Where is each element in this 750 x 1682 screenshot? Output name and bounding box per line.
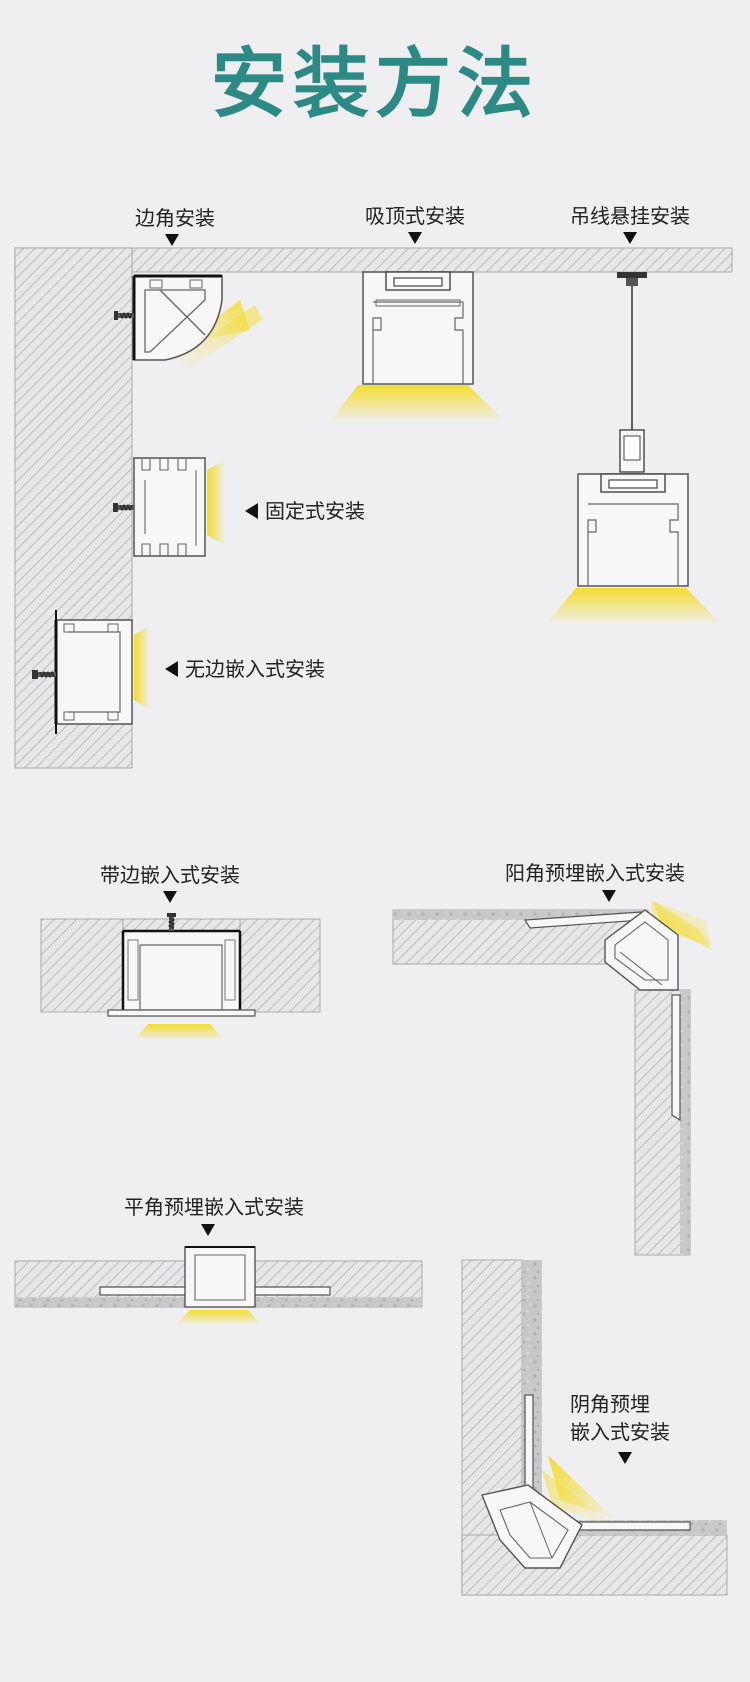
screw-icon <box>114 311 134 320</box>
label-inner-corner-line2: 嵌入式安装 <box>570 1420 670 1444</box>
arrow-left-icon <box>165 661 178 677</box>
pointer-arrows <box>163 232 637 1464</box>
arrow-down-icon <box>165 234 179 246</box>
arrow-down-icon <box>201 1224 215 1236</box>
flat-embedded-install <box>14 1246 423 1325</box>
pendant-profile <box>545 272 722 625</box>
corner-profile <box>114 274 262 368</box>
arrow-down-icon <box>163 891 177 903</box>
page-title: 安装方法 <box>211 39 539 128</box>
arrow-down-icon <box>618 1452 632 1464</box>
outer-corner-embedded-install <box>392 900 712 1256</box>
label-rimmed-recessed-install: 带边嵌入式安装 <box>100 863 240 887</box>
label-inner-corner-line1: 阴角预埋 <box>570 1392 650 1416</box>
ceiling-mounted-profile <box>330 271 505 422</box>
screw-icon <box>113 503 134 512</box>
label-pendant-install: 吊线悬挂安装 <box>570 204 690 228</box>
rimmed-recessed-install <box>40 913 321 1040</box>
arrow-down-icon <box>408 232 422 244</box>
label-outer-corner-embedded-install: 阳角预埋嵌入式安装 <box>505 861 685 885</box>
arrow-down-icon <box>602 890 616 902</box>
label-fixed-install: 固定式安装 <box>265 499 365 523</box>
arrow-down-icon <box>623 232 637 244</box>
fixed-wall-profile <box>113 457 225 557</box>
inner-corner-embedded-install <box>461 1259 728 1596</box>
screw-icon <box>167 913 176 931</box>
rimless-recessed-profile <box>32 610 150 734</box>
label-corner-install: 边角安装 <box>135 206 215 230</box>
label-flat-embedded-install: 平角预埋嵌入式安装 <box>124 1195 304 1219</box>
label-rimless-recessed-install: 无边嵌入式安装 <box>185 657 325 681</box>
screw-icon <box>32 670 56 679</box>
label-ceiling-install: 吸顶式安装 <box>365 204 465 228</box>
arrow-left-icon <box>245 503 258 519</box>
